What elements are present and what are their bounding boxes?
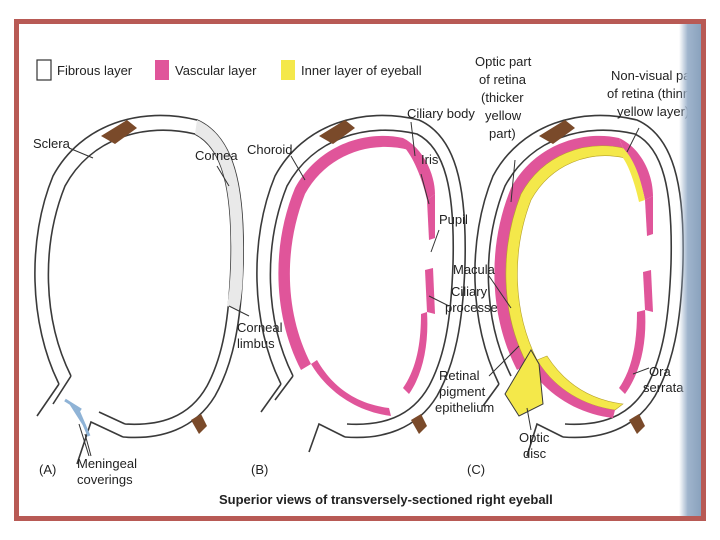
label-meningeal-2: coverings — [77, 472, 133, 487]
ciliary-lower-c — [619, 310, 645, 394]
meningeal-coverings-a — [65, 400, 89, 436]
label-optic-part-2: of retina — [479, 72, 527, 87]
label-choroid: Choroid — [247, 142, 293, 157]
iris-lower-c — [643, 270, 653, 312]
legend-label-inner: Inner layer of eyeball — [301, 63, 422, 78]
panel-tag-b: (B) — [251, 462, 268, 477]
label-optic-part-4: yellow — [485, 108, 522, 123]
label-rpe-1: Retinal — [439, 368, 480, 383]
label-optic-part-5: part) — [489, 126, 516, 141]
legend: Fibrous layer Vascular layer Inner layer… — [37, 60, 422, 80]
label-ciliary-body: Ciliary body — [407, 106, 475, 121]
label-ciliary-processes-2: processes — [445, 300, 505, 315]
label-macula: Macula — [453, 262, 496, 277]
scan-edge-shade — [679, 24, 701, 516]
muscle-top-a — [101, 120, 137, 144]
panel-b: Choroid Ciliary body Iris Pupil Ciliary … — [247, 106, 505, 477]
label-meningeal-1: Meningeal — [77, 456, 137, 471]
legend-swatch-fibrous — [37, 60, 51, 80]
label-sclera: Sclera — [33, 136, 71, 151]
figure-frame: Fibrous layer Vascular layer Inner layer… — [14, 19, 706, 521]
choroid-b — [278, 136, 409, 370]
legend-label-vascular: Vascular layer — [175, 63, 257, 78]
sclera-wall-a — [43, 121, 237, 434]
iris-lower-b — [425, 268, 435, 314]
label-rpe-3: epithelium — [435, 400, 494, 415]
choroid-lower-b — [311, 360, 391, 416]
leader-sclera — [69, 148, 93, 158]
label-optic-part-3: (thicker — [481, 90, 524, 105]
sclera-inner-a — [48, 130, 231, 424]
muscle-bottom-a — [191, 414, 207, 434]
panel-tag-c: (C) — [467, 462, 485, 477]
sclera-outer-a — [35, 115, 243, 437]
eyeball-diagram: Fibrous layer Vascular layer Inner layer… — [19, 24, 701, 516]
label-ora-1: Ora — [649, 364, 671, 379]
panel-a: Sclera Cornea Corneal limbus Meningeal c… — [33, 115, 283, 487]
panel-tag-a: (A) — [39, 462, 56, 477]
iris-upper-c — [645, 196, 653, 236]
legend-swatch-inner — [281, 60, 295, 80]
muscle-bottom-c — [629, 414, 645, 434]
label-ciliary-processes-1: Ciliary — [451, 284, 488, 299]
label-optic-disc-2: disc — [523, 446, 547, 461]
ciliary-body-lower-b — [403, 312, 427, 394]
ciliary-body-upper-b — [403, 138, 435, 200]
label-pupil: Pupil — [439, 212, 468, 227]
label-cornea: Cornea — [195, 148, 238, 163]
figure-caption: Superior views of transversely-sectioned… — [219, 492, 553, 507]
label-iris: Iris — [421, 152, 439, 167]
label-corneal-limbus-2: limbus — [237, 336, 275, 351]
legend-label-fibrous: Fibrous layer — [57, 63, 133, 78]
label-rpe-2: pigment — [439, 384, 486, 399]
muscle-bottom-b — [411, 414, 427, 434]
label-optic-disc-1: Optic — [519, 430, 550, 445]
label-optic-part-1: Optic part — [475, 54, 532, 69]
legend-swatch-vascular — [155, 60, 169, 80]
